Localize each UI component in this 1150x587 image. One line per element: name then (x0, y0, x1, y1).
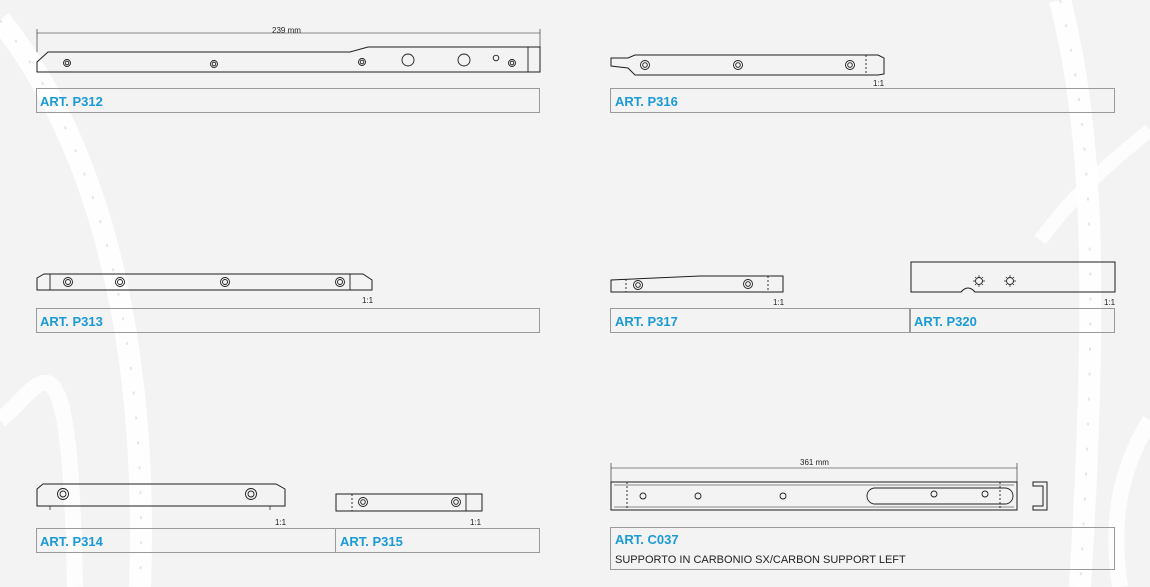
p313-code: ART. P313 (40, 314, 103, 329)
p317-scale: 1:1 (773, 298, 785, 307)
p320-label-box (910, 308, 1115, 333)
c037-label-box (610, 527, 1115, 570)
p313-label-box (36, 308, 540, 333)
p316-code: ART. P316 (615, 94, 678, 109)
p312-label-box (36, 88, 540, 113)
p317-code: ART. P317 (615, 314, 678, 329)
drawing-p315 (335, 493, 483, 512)
drawing-p320 (910, 261, 1116, 293)
p315-code: ART. P315 (340, 534, 403, 549)
drawing-p313 (36, 273, 373, 291)
drawing-c037 (610, 463, 1048, 511)
drawing-p317 (610, 275, 784, 293)
drawing-p314 (36, 483, 286, 510)
p312-dimension: 239 mm (272, 26, 301, 35)
c037-code: ART. C037 (615, 532, 679, 547)
p316-label-box (610, 88, 1115, 113)
c037-description: SUPPORTO IN CARBONIO SX/CARBON SUPPORT L… (615, 554, 906, 566)
p316-scale: 1:1 (873, 79, 885, 88)
p320-code: ART. P320 (914, 314, 977, 329)
drawing-p312 (36, 29, 541, 73)
p314-code: ART. P314 (40, 534, 103, 549)
p314-scale: 1:1 (275, 518, 287, 527)
p320-scale: 1:1 (1104, 298, 1116, 307)
p315-label-box (335, 528, 540, 553)
c037-dimension: 361 mm (800, 458, 829, 467)
p317-label-box (610, 308, 910, 333)
p313-scale: 1:1 (362, 296, 374, 305)
drawing-p316 (610, 54, 885, 76)
p312-code: ART. P312 (40, 94, 103, 109)
p315-scale: 1:1 (470, 518, 482, 527)
